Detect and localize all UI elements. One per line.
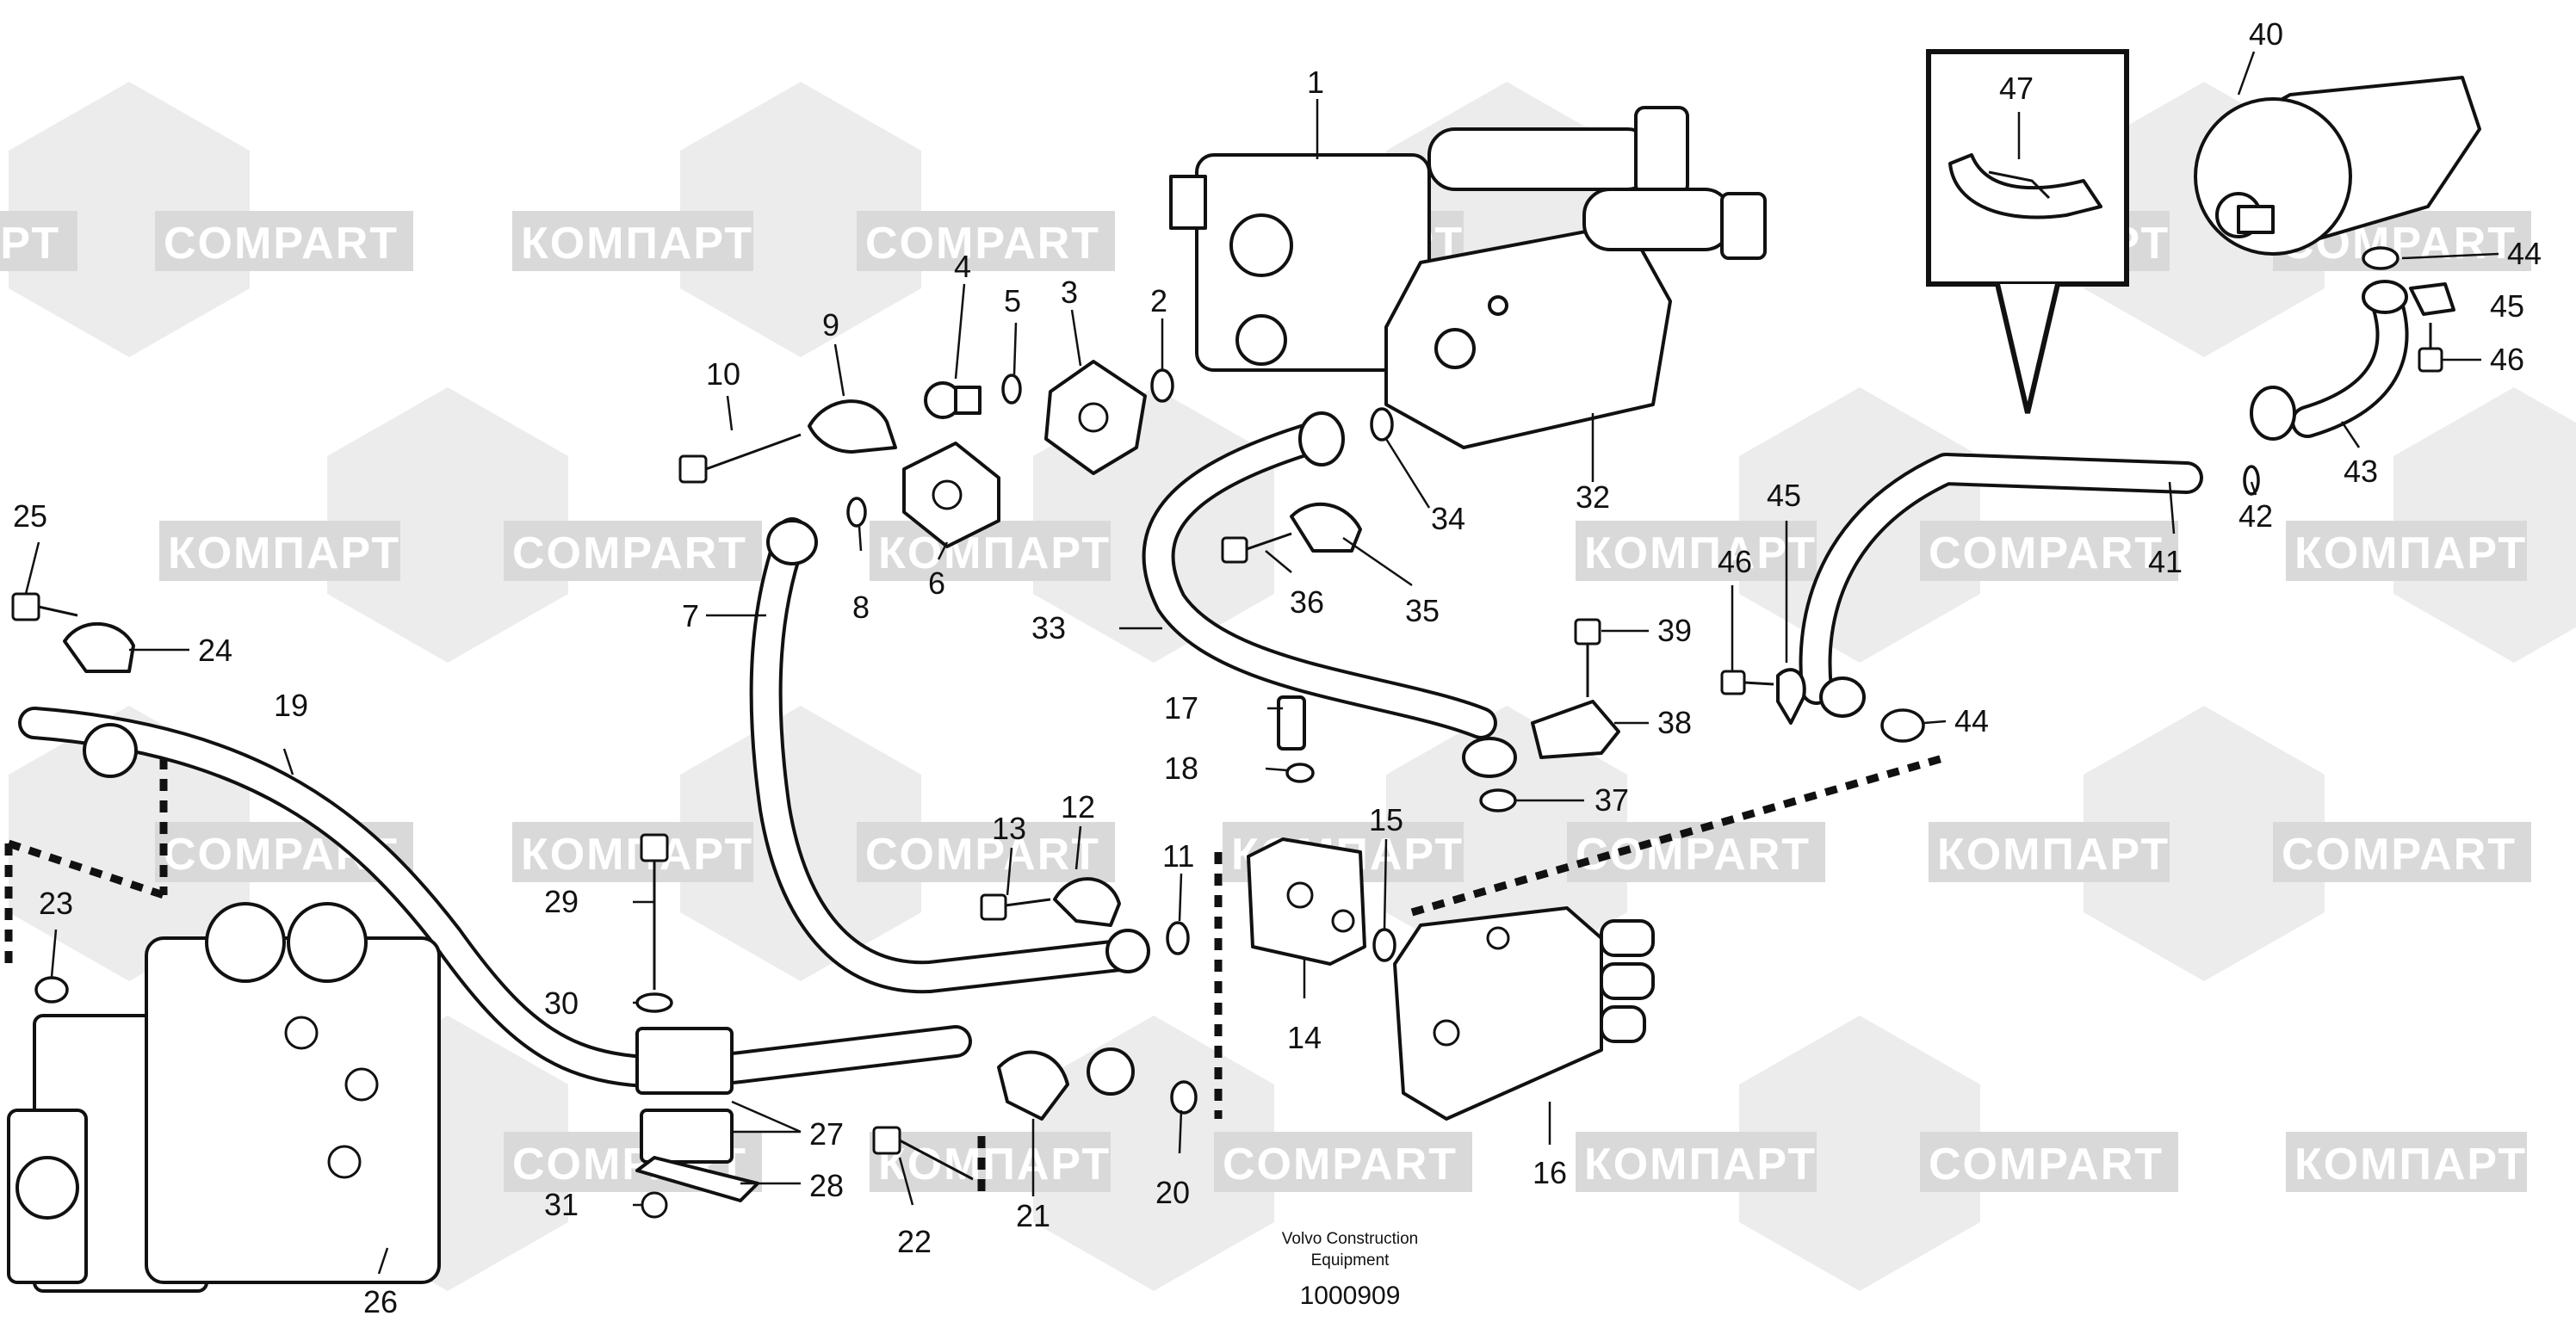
watermark-row-4: КОМПАРТ COMPART КОМПАРТ COMPART КОМПАРТ … (159, 1132, 2527, 1192)
watermark-text: COMPART (1576, 830, 1811, 880)
manufacturer-line-2: Equipment (1311, 1251, 1390, 1269)
leader-lines (24, 51, 2499, 1275)
callout-31: 31 (544, 1187, 579, 1222)
watermark-text: COMPART (1929, 528, 2164, 578)
callout-21: 21 (1016, 1198, 1050, 1233)
callout-14: 14 (1287, 1020, 1322, 1055)
clamps-and-bolts (11, 280, 2455, 1219)
callout-35: 35 (1405, 593, 1440, 628)
watermark-text: КОМПАРТ (878, 1140, 1111, 1189)
watermark-text: КОМПАРТ (878, 528, 1111, 578)
callout-2: 2 (1150, 283, 1167, 318)
control-valve-26 (7, 902, 441, 1293)
hoses (18, 281, 2409, 1089)
dashed-reference-lines (4, 753, 1947, 1196)
valve-block-14 (1247, 837, 1366, 966)
watermark-text: КОМПАРТ (2294, 528, 2527, 578)
callout-34: 34 (1431, 501, 1465, 536)
callout-43: 43 (2344, 454, 2378, 489)
callout-11: 11 (1162, 838, 1194, 874)
callout-3: 3 (1061, 275, 1078, 310)
plug-4 (924, 381, 981, 419)
flange-3 (1044, 360, 1147, 475)
callout-9: 9 (822, 307, 839, 343)
hydraulic-pump-1 (1169, 106, 1689, 372)
callout-7: 7 (682, 598, 699, 633)
callout-40: 40 (2249, 16, 2283, 52)
callout-1: 1 (1307, 65, 1324, 100)
watermark-text: COMPART (865, 219, 1100, 269)
watermark-text: КОМПАРТ (1584, 1140, 1817, 1189)
manufacturer-line-1: Volvo Construction (1282, 1230, 1418, 1248)
callouts: 1 2 3 4 5 6 7 8 9 10 11 12 13 14 15 16 1… (13, 16, 2542, 1319)
callout-46: 46 (1718, 544, 1752, 579)
watermark-text: COMPART (1223, 1140, 1458, 1189)
clamp-9 (808, 399, 897, 454)
callout-19: 19 (274, 688, 308, 723)
callout-12: 12 (1061, 789, 1095, 825)
callout-33: 33 (1031, 610, 1066, 646)
callout-6: 6 (928, 565, 945, 601)
callout-24: 24 (198, 633, 232, 668)
callout-36: 36 (1290, 584, 1324, 620)
callout-30: 30 (544, 985, 579, 1021)
callout-10: 10 (706, 356, 740, 392)
o-rings-lower (34, 246, 2400, 1115)
watermark-text: COMPART (1929, 1140, 2164, 1189)
callout-38: 38 (1657, 705, 1692, 740)
callout-32: 32 (1576, 479, 1610, 515)
callout-23: 23 (39, 886, 73, 921)
callout-15: 15 (1369, 802, 1403, 837)
valve-block-16 (1393, 906, 1655, 1121)
drawing-number: 1000909 (1300, 1282, 1401, 1310)
callout-8: 8 (852, 590, 870, 625)
o-rings-upper (846, 368, 1394, 528)
callout-44: 44 (2507, 236, 2542, 271)
bolt-10 (678, 433, 802, 484)
hydraulic-pump-32 (1384, 188, 1767, 449)
watermark-text: COMPART (865, 830, 1100, 880)
callout-45: 45 (1767, 478, 1801, 513)
watermark-text: КОМПАРТ (0, 219, 60, 269)
watermark-text: COMPART (164, 219, 399, 269)
watermark-text: КОМПАРТ (1937, 830, 2170, 880)
callout-18: 18 (1164, 751, 1198, 786)
watermark-text: КОМПАРТ (521, 219, 753, 269)
watermark-row-3: COMPART КОМПАРТ COMPART КОМПАРТ COMPART … (155, 822, 2531, 882)
watermark-row-2: КОМПАРТ COMPART КОМПАРТ КОМПАРТ COMPART … (159, 521, 2527, 581)
callout-44: 44 (1954, 703, 1989, 738)
flange-6 (902, 442, 1000, 548)
callout-37: 37 (1595, 782, 1629, 818)
callout-42: 42 (2239, 498, 2273, 534)
callout-16: 16 (1533, 1155, 1567, 1190)
callout-22: 22 (897, 1224, 932, 1259)
callout-45: 45 (2490, 288, 2524, 324)
callout-27: 27 (809, 1116, 844, 1152)
callout-46: 46 (2490, 342, 2524, 377)
callout-20: 20 (1155, 1175, 1190, 1210)
motor-40 (2194, 76, 2481, 256)
watermark-text: КОМПАРТ (521, 830, 753, 880)
callout-28: 28 (809, 1168, 844, 1203)
callout-25: 25 (13, 498, 47, 534)
callout-29: 29 (544, 884, 579, 919)
callout-41: 41 (2148, 544, 2183, 579)
callout-4: 4 (954, 249, 971, 284)
callout-17: 17 (1164, 690, 1198, 726)
watermark-text: КОМПАРТ (1584, 528, 1817, 578)
inset-box-47 (1926, 49, 2129, 414)
callout-39: 39 (1657, 613, 1692, 648)
caption: Volvo Construction Equipment 1000909 (1282, 1230, 1418, 1310)
callout-26: 26 (363, 1284, 398, 1319)
callout-47: 47 (1999, 71, 2034, 106)
watermark-text: COMPART (2282, 830, 2517, 880)
watermark-hexagons (9, 82, 2576, 1291)
watermark-text: КОМПАРТ (2294, 1140, 2527, 1189)
callout-13: 13 (992, 811, 1026, 846)
watermark-text: COMPART (512, 528, 747, 578)
watermark-text: КОМПАРТ (168, 528, 400, 578)
callout-5: 5 (1004, 283, 1021, 318)
